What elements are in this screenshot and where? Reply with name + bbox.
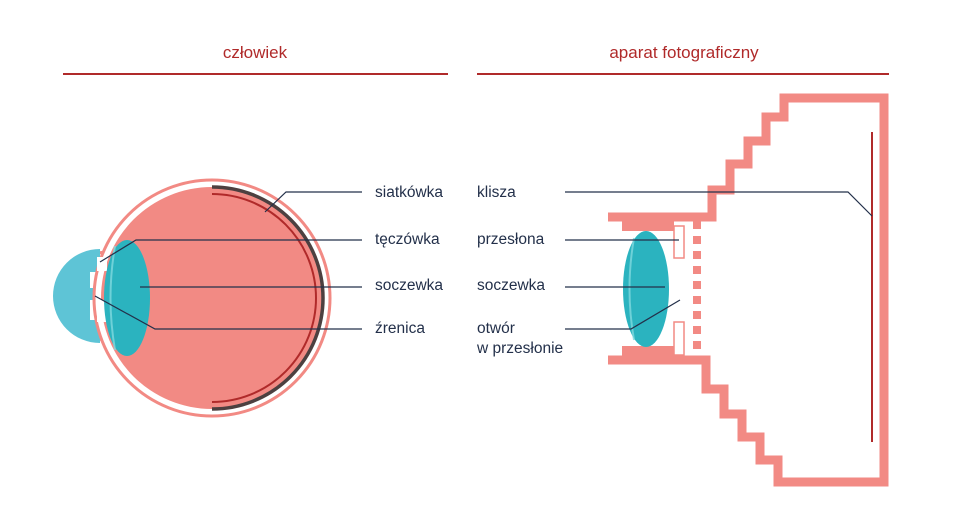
retina-leader [264,191,362,213]
iris-leader [99,239,362,263]
label-pupil: źrenica [375,320,425,337]
label-aperture-opening-line2: w przesłonie [477,340,564,357]
aperture-blade-top [673,225,685,259]
label-camera-lens: soczewka [477,277,546,294]
label-retina: siatkówka [375,184,444,201]
eye-leader-lines [94,191,362,330]
camera-heading: aparat fotograficzny [609,43,759,62]
retina [211,193,317,403]
choroid [211,185,325,411]
pupil-leader [94,295,362,330]
aperture-blade-bottom [673,321,685,356]
human-heading: człowiek [222,43,288,62]
label-aperture: przesłona [477,231,545,248]
camera-lens-highlight [628,237,635,341]
aperture-opening-leader [565,299,681,330]
camera-illustration [608,93,889,487]
eyeball [101,187,323,409]
label-film: klisza [477,184,516,201]
iris-gap-top [97,257,107,271]
cornea [52,249,100,343]
eye-illustration [52,178,332,418]
eye-lens [104,240,150,356]
lens-barrel-bottom [622,346,674,356]
human-heading-rule [63,73,448,75]
eye-lens-highlight [109,245,116,351]
camera-lens [623,231,669,347]
label-iris: tęczówka [375,231,440,248]
film-leader [565,191,873,217]
label-aperture-opening-line1: otwór [477,320,515,337]
label-eye-lens: soczewka [375,277,444,294]
camera-leader-lines [565,191,873,330]
camera-body [608,93,889,487]
iris-gap-bottom [97,300,107,322]
camera-heading-rule [477,73,889,75]
lens-barrel-top [622,221,674,231]
